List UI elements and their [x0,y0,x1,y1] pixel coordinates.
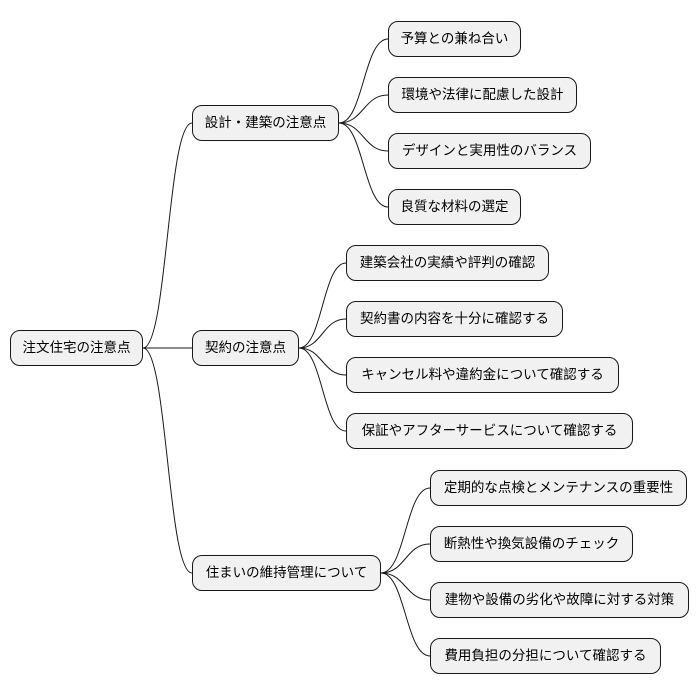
leaf-node: 良質な材料の選定 [388,189,521,225]
connector-line [142,122,193,349]
leaf-node: 費用負担の分担について確認する [430,638,661,674]
connector-line [338,122,389,152]
leaf-node: 建物や設備の劣化や故障に対する対策 [430,582,689,618]
connector-line [380,572,431,657]
leaf-node: 環境や法律に配慮した設計 [388,77,577,113]
leaf-node: 保証やアフターサービスについて確認する [346,413,633,449]
connector-line [380,572,431,601]
leaf-node: 予算との兼ね合い [388,21,521,57]
connector-line [380,543,431,574]
branch-node-contract: 契約の注意点 [192,330,299,366]
connector-line [298,262,347,349]
root-node: 注文住宅の注意点 [10,330,143,366]
branch-node-maintenance: 住まいの維持管理について [192,555,381,591]
leaf-node: 定期的な点検とメンテナンスの重要性 [430,470,687,506]
connector-line [338,38,389,124]
leaf-node: 断熱性や換気設備のチェック [430,526,633,562]
connector-line [298,347,347,432]
connector-line [380,487,431,574]
connector-line [142,347,193,574]
leaf-node: 建築会社の実績や評判の確認 [346,245,549,281]
branch-node-design: 設計・建築の注意点 [192,105,339,141]
connector-line [298,347,347,376]
connector-line [298,318,347,349]
connector-line [338,122,389,208]
leaf-node: デザインと実用性のバランス [388,133,591,169]
connector-line [338,94,389,124]
leaf-node: キャンセル料や違約金について確認する [346,357,619,393]
leaf-node: 契約書の内容を十分に確認する [346,301,563,337]
